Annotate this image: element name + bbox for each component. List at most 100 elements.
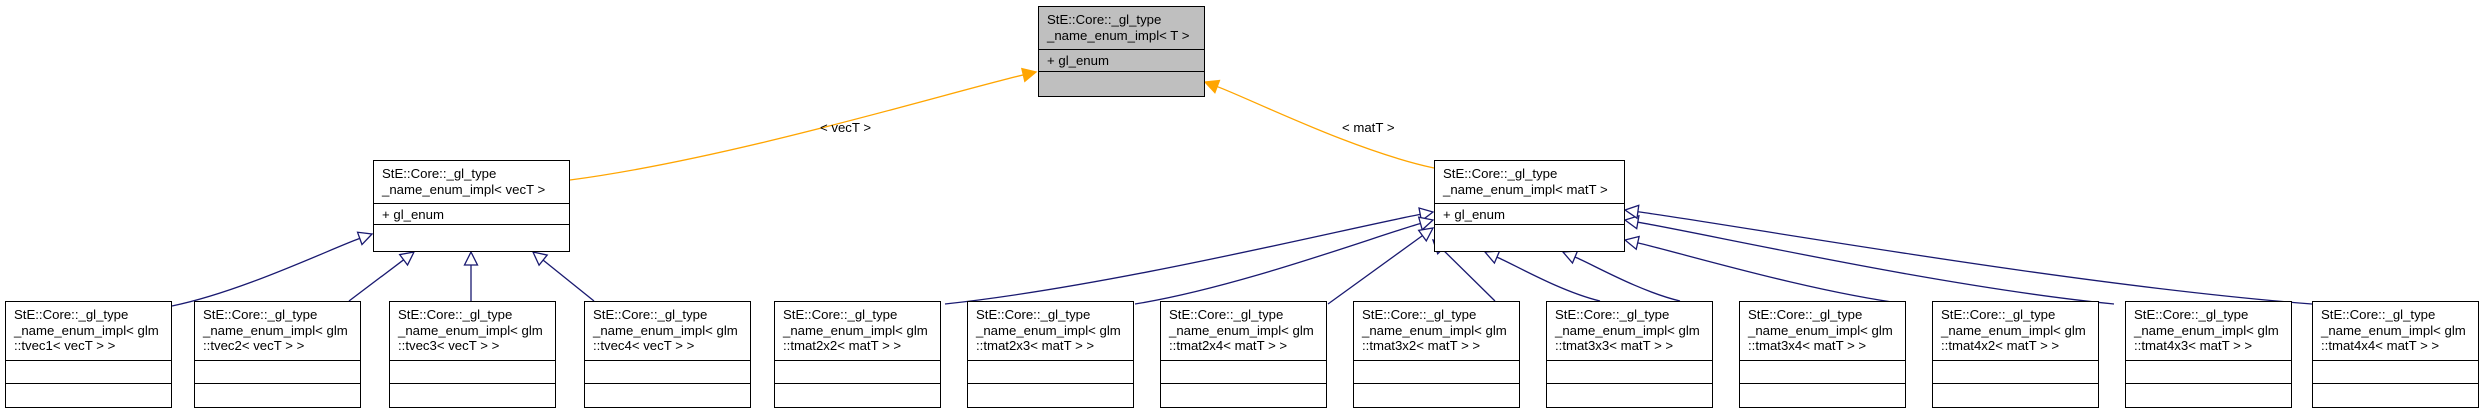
edge-tmat4x2-to-mat-arrowhead	[1623, 235, 1640, 251]
title-line: StE::Core::_gl_type	[2321, 307, 2436, 322]
class-title: StE::Core::_gl_type _name_enum_impl< glm…	[195, 302, 360, 360]
operations-section	[1740, 382, 1905, 405]
edge-vec-to-root-arrowhead	[1020, 67, 1038, 83]
class-title: StE::Core::_gl_type _name_enum_impl< glm…	[968, 302, 1133, 360]
class-box-mat[interactable]: StE::Core::_gl_type _name_enum_impl< mat…	[1434, 160, 1625, 252]
title-line: StE::Core::_gl_type	[2134, 307, 2249, 322]
class-box-tmat2x4[interactable]: StE::Core::_gl_type _name_enum_impl< glm…	[1160, 301, 1327, 408]
title-line: _name_enum_impl< glm	[2134, 322, 2279, 338]
edge-tmat4x3-to-mat-arrowhead	[1623, 214, 1640, 230]
class-box-tmat2x3[interactable]: StE::Core::_gl_type _name_enum_impl< glm…	[967, 301, 1134, 408]
class-box-tmat4x2[interactable]: StE::Core::_gl_type _name_enum_impl< glm…	[1932, 301, 2099, 408]
title-line: StE::Core::_gl_type	[398, 307, 513, 322]
title-line: ::tmat3x4< matT > >	[1748, 338, 1867, 353]
edge-tvec1-to-vec-arrowhead	[356, 231, 374, 246]
operations-section	[1547, 382, 1712, 405]
class-box-vec[interactable]: StE::Core::_gl_type _name_enum_impl< vec…	[373, 160, 570, 252]
edge-tmat3x3-to-mat-arrowhead	[1483, 250, 1501, 265]
class-title: StE::Core::_gl_type _name_enum_impl< glm…	[1933, 302, 2098, 360]
title-line: _name_enum_impl< glm	[1169, 322, 1314, 338]
attributes-section	[1740, 359, 1905, 383]
operations-section	[2313, 382, 2478, 405]
class-box-tmat2x2[interactable]: StE::Core::_gl_type _name_enum_impl< glm…	[774, 301, 941, 408]
class-box-tmat3x3[interactable]: StE::Core::_gl_type _name_enum_impl< glm…	[1546, 301, 1713, 408]
class-title: StE::Core::_gl_type _name_enum_impl< glm…	[2126, 302, 2291, 360]
class-box-tvec2[interactable]: StE::Core::_gl_type _name_enum_impl< glm…	[194, 301, 361, 408]
class-title: StE::Core::_gl_type _name_enum_impl< glm…	[2313, 302, 2478, 360]
class-box-tmat3x4[interactable]: StE::Core::_gl_type _name_enum_impl< glm…	[1739, 301, 1906, 408]
class-box-tmat3x2[interactable]: StE::Core::_gl_type _name_enum_impl< glm…	[1353, 301, 1520, 408]
edge-label-vec: < vecT >	[820, 120, 872, 135]
edge-tmat2x2-to-mat	[944, 213, 1421, 305]
class-box-tmat4x4[interactable]: StE::Core::_gl_type _name_enum_impl< glm…	[2312, 301, 2479, 408]
operations-section	[374, 224, 569, 249]
member-gl-enum: + gl_enum	[1443, 207, 1505, 222]
title-line: _name_enum_impl< glm	[2321, 322, 2466, 338]
class-title: StE::Core::_gl_type _name_enum_impl< mat…	[1435, 161, 1624, 203]
operations-section	[1039, 71, 1204, 95]
title-line: ::tvec4< vecT > >	[593, 338, 695, 353]
class-box-tvec1[interactable]: StE::Core::_gl_type _name_enum_impl< glm…	[5, 301, 172, 408]
operations-section	[1933, 382, 2098, 405]
class-title: StE::Core::_gl_type _name_enum_impl< T >	[1039, 7, 1204, 49]
class-title: StE::Core::_gl_type _name_enum_impl< glm…	[1547, 302, 1712, 360]
title-line: StE::Core::_gl_type	[1443, 166, 1558, 181]
edge-tmat2x4-to-mat	[1327, 235, 1423, 305]
member-gl-enum: + gl_enum	[1047, 53, 1109, 68]
edge-tmat2x4-to-mat-arrowhead	[1417, 227, 1435, 243]
title-line: _name_enum_impl< glm	[1941, 322, 2086, 338]
class-box-tmat4x3[interactable]: StE::Core::_gl_type _name_enum_impl< glm…	[2125, 301, 2292, 408]
attributes-section	[775, 359, 940, 383]
edge-tvec4-to-vec-arrowhead	[531, 251, 549, 267]
attributes-section	[1547, 359, 1712, 383]
edge-tmat3x2-to-mat	[1441, 248, 1496, 302]
title-line: StE::Core::_gl_type	[1169, 307, 1284, 322]
title-line: StE::Core::_gl_type	[1941, 307, 2056, 322]
title-line: _name_enum_impl< glm	[976, 322, 1121, 338]
edge-tmat4x4-to-mat	[1637, 211, 2313, 305]
title-line: ::tvec3< vecT > >	[398, 338, 500, 353]
edge-tvec2-to-vec-arrowhead	[398, 251, 416, 267]
title-line: _name_enum_impl< glm	[398, 322, 543, 338]
edge-tvec2-to-vec	[348, 259, 405, 302]
class-box-root[interactable]: StE::Core::_gl_type _name_enum_impl< T >…	[1038, 6, 1205, 97]
edge-tvec3-to-vec-arrowhead	[463, 250, 479, 266]
operations-section	[1161, 382, 1326, 405]
title-line: _name_enum_impl< glm	[1555, 322, 1700, 338]
title-line: _name_enum_impl< vecT >	[382, 181, 546, 197]
edge-label-mat: < matT >	[1342, 120, 1395, 135]
title-line: ::tmat4x4< matT > >	[2321, 338, 2440, 353]
operations-section	[6, 382, 171, 405]
attributes-section	[2126, 359, 2291, 383]
title-line: ::tmat4x3< matT > >	[2134, 338, 2253, 353]
attributes-section: + gl_enum	[374, 203, 569, 224]
title-line: ::tvec2< vecT > >	[203, 338, 305, 353]
class-title: StE::Core::_gl_type _name_enum_impl< vec…	[374, 161, 569, 203]
edge-mat-to-root-arrowhead	[1203, 79, 1221, 94]
attributes-section	[2313, 359, 2478, 383]
edge-tmat4x4-to-mat-arrowhead	[1623, 204, 1640, 220]
title-line: StE::Core::_gl_type	[783, 307, 898, 322]
attributes-section: + gl_enum	[1435, 203, 1624, 224]
class-box-tvec4[interactable]: StE::Core::_gl_type _name_enum_impl< glm…	[584, 301, 751, 408]
title-line: _name_enum_impl< glm	[1748, 322, 1893, 338]
attributes-section	[1933, 359, 2098, 383]
title-line: ::tmat4x2< matT > >	[1941, 338, 2060, 353]
title-line: StE::Core::_gl_type	[1555, 307, 1670, 322]
attributes-section	[1354, 359, 1519, 383]
title-line: StE::Core::_gl_type	[382, 166, 497, 181]
class-title: StE::Core::_gl_type _name_enum_impl< glm…	[6, 302, 171, 360]
edge-tmat2x3-to-mat	[1134, 222, 1421, 305]
edge-tmat3x4-to-mat	[1574, 256, 1681, 302]
title-line: _name_enum_impl< glm	[14, 322, 159, 338]
edge-tmat3x4-to-mat-arrowhead	[1561, 250, 1579, 265]
edge-mat-to-root	[1216, 85, 1435, 169]
title-line: _name_enum_impl< glm	[203, 322, 348, 338]
edge-vec-to-root	[569, 74, 1024, 181]
edge-tmat4x3-to-mat	[1637, 221, 2115, 305]
operations-section	[2126, 382, 2291, 405]
attributes-section: + gl_enum	[1039, 49, 1204, 71]
class-box-tvec3[interactable]: StE::Core::_gl_type _name_enum_impl< glm…	[389, 301, 556, 408]
edge-tmat2x3-to-mat-arrowhead	[1417, 216, 1435, 231]
